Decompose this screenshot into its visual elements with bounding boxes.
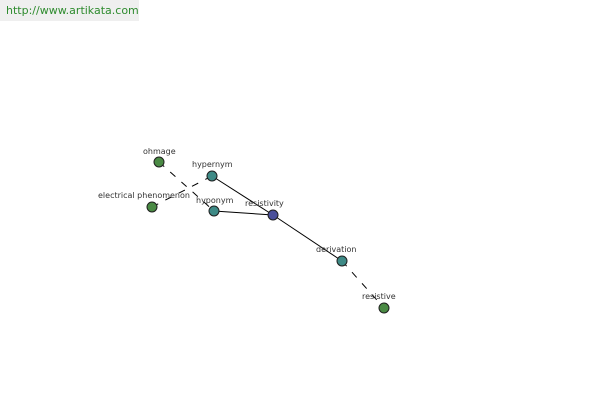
- node-resistive[interactable]: [378, 302, 390, 314]
- source-banner: http://www.artikata.com: [0, 0, 139, 21]
- source-link[interactable]: http://www.artikata.com: [6, 4, 139, 17]
- edge-resistivity-hypernym: [211, 175, 274, 216]
- node-label-derivation: derivation: [316, 245, 356, 254]
- node-derivation[interactable]: [336, 255, 348, 267]
- edge-hyponym-ohmage: [158, 161, 215, 212]
- edge-hypernym-electrical-phenomenon: [151, 175, 213, 208]
- node-electrical-phenomenon[interactable]: [146, 201, 158, 213]
- node-hyponym[interactable]: [208, 205, 220, 217]
- node-label-hypernym: hypernym: [192, 160, 233, 169]
- edge-resistivity-hyponym: [213, 210, 274, 216]
- node-label-resistive: resistive: [362, 292, 396, 301]
- node-label-electrical-phenomenon: electrical phenomenon: [98, 191, 190, 200]
- node-label-ohmage: ohmage: [143, 147, 176, 156]
- node-ohmage[interactable]: [153, 156, 165, 168]
- edge-derivation-resistive: [341, 260, 385, 309]
- node-label-hyponym: hyponym: [196, 196, 234, 205]
- node-hypernym[interactable]: [206, 170, 218, 182]
- edge-resistivity-derivation: [272, 214, 343, 262]
- node-label-resistivity: resistivity: [245, 199, 284, 208]
- node-resistivity[interactable]: [267, 209, 279, 221]
